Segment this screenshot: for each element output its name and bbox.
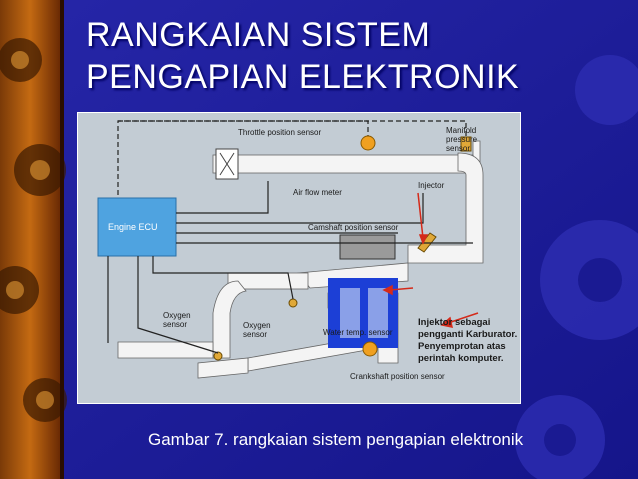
label-injector: Injector xyxy=(418,181,445,190)
manifold-pressure-sensor-icon xyxy=(460,136,472,152)
label-manifold-3: sensor xyxy=(446,144,470,153)
label-oxygen-sensor-2b: sensor xyxy=(243,330,267,339)
label-camshaft-position-sensor: Camshaft position sensor xyxy=(308,223,399,232)
throttle-position-sensor-icon xyxy=(360,135,376,151)
label-oxygen-sensor-1a: Oxygen xyxy=(163,311,191,320)
label-oxygen-sensor-2a: Oxygen xyxy=(243,321,271,330)
oxygen-sensor-2-icon xyxy=(288,298,298,308)
title-line-1: RANGKAIAN SISTEM xyxy=(86,16,431,54)
label-engine-ecu: Engine ECU xyxy=(108,222,158,232)
label-throttle-position-sensor: Throttle position sensor xyxy=(238,128,321,137)
crankshaft-sensor-icon xyxy=(362,341,378,357)
label-manifold-2: pressure xyxy=(446,135,478,144)
title-line-2: PENGAPIAN ELEKTRONIK xyxy=(86,58,520,96)
figure-caption: Gambar 7. rangkaian sistem pengapian ele… xyxy=(148,430,524,449)
slide-title: RANGKAIAN SISTEM PENGAPIAN ELEKTRONIK xyxy=(86,14,626,98)
oxygen-sensor-1-icon xyxy=(213,351,223,361)
label-oxygen-sensor-1b: sensor xyxy=(163,320,187,329)
label-water-temp-sensor: Water temp. sensor xyxy=(323,328,393,337)
ignition-diagram: Throttle position sensor Manifold pressu… xyxy=(77,112,521,404)
note-line-1: Injektor sebagai xyxy=(418,317,490,328)
note-line-3: Penyemprotan atas xyxy=(418,341,506,352)
label-air-flow-meter: Air flow meter xyxy=(293,188,342,197)
engine-ecu-box xyxy=(97,197,177,257)
note-line-4: perintah komputer. xyxy=(418,353,504,364)
label-crankshaft-position-sensor: Crankshaft position sensor xyxy=(350,372,445,381)
label-manifold-1: Manifold xyxy=(446,126,476,135)
note-line-2: pengganti Karburator. xyxy=(418,329,517,340)
